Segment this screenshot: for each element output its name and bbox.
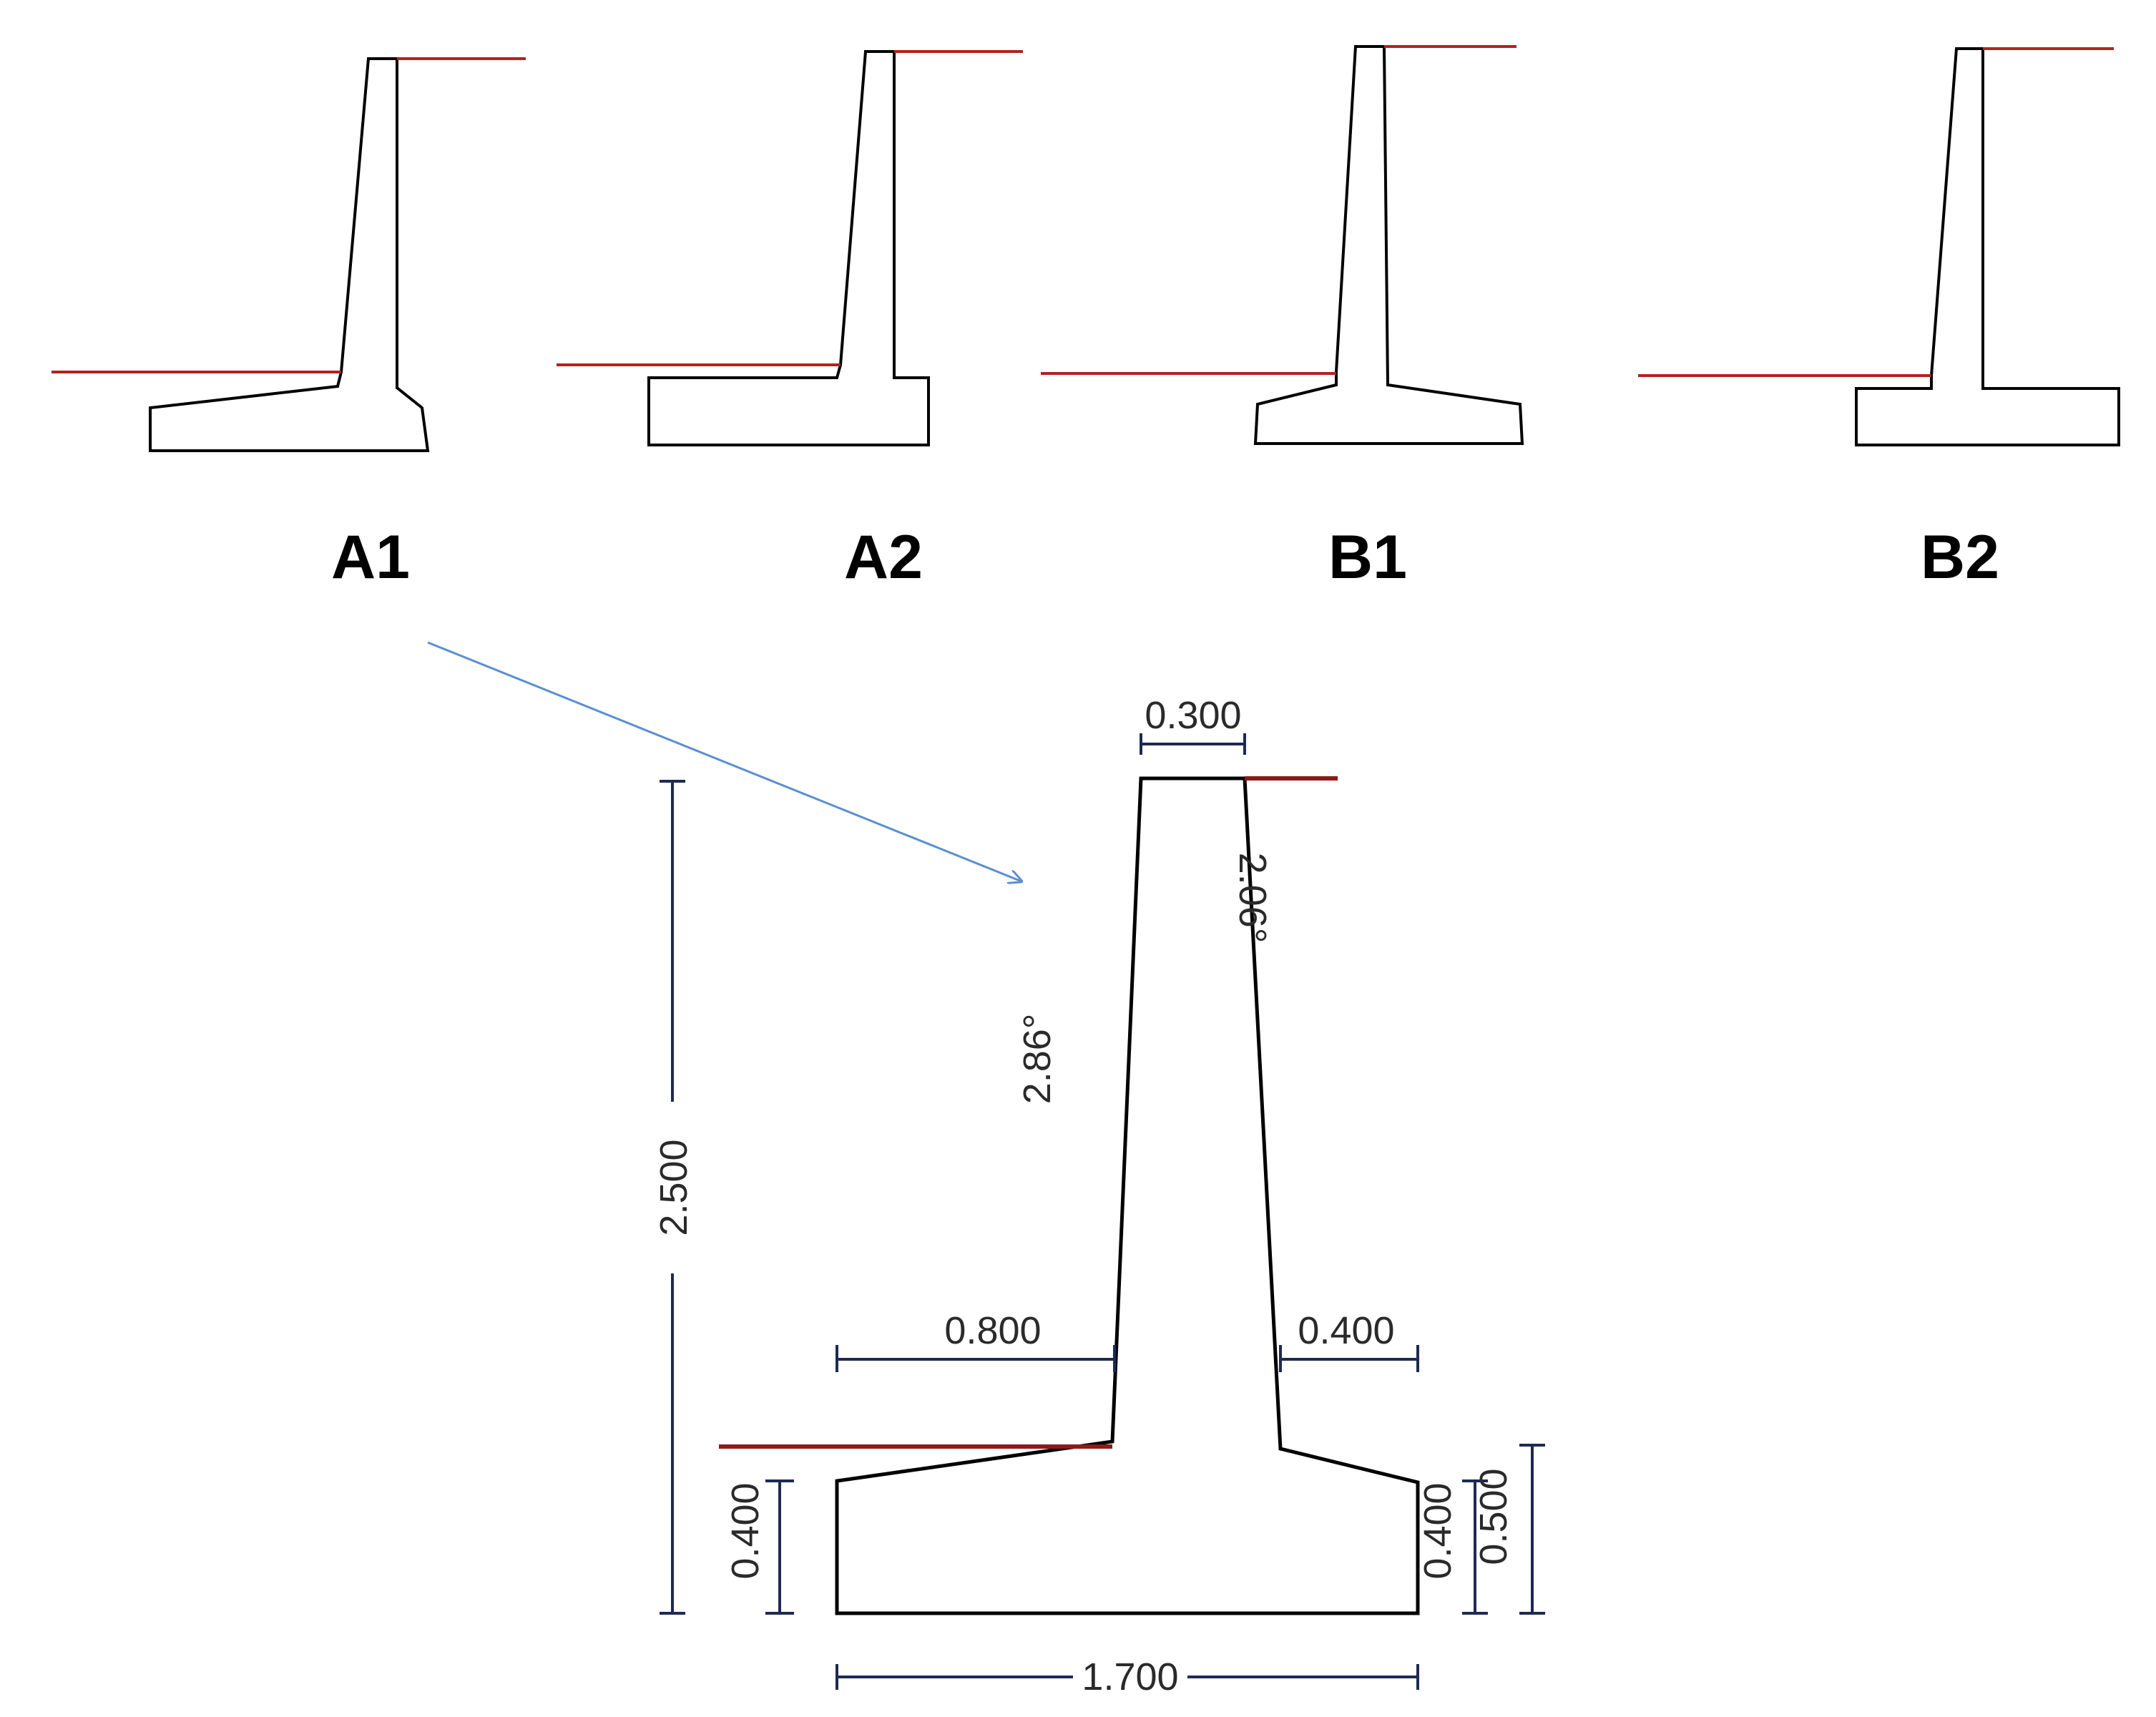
dim-heel-thickness-label: 0.400	[1416, 1482, 1459, 1579]
dim-top-width: 0.300	[1140, 694, 1246, 755]
dim-toe-label: 0.800	[944, 1309, 1041, 1352]
dim-toe: 0.800	[836, 1309, 1116, 1372]
wall-label-b1: B1	[1328, 523, 1407, 592]
wall-section-a2	[647, 50, 930, 446]
wall-label-a1: A1	[331, 523, 410, 592]
dim-base-width-label: 1.700	[1082, 1655, 1178, 1698]
dim-base-width: 1.700	[836, 1655, 1419, 1698]
wall-type-b1: B1	[1041, 45, 1524, 592]
dim-toe-thickness-label: 0.400	[724, 1482, 767, 1579]
wall-label-b2: B2	[1921, 523, 1999, 592]
dim-heel-label: 0.400	[1298, 1309, 1394, 1352]
dim-height: 2.500	[652, 780, 695, 1615]
detail-section-a1: 0.300 2.500 2.86° 2.06° 0.800 0.400	[652, 694, 1545, 1698]
wall-section-a1	[149, 57, 430, 452]
wall-type-a2: A2	[557, 50, 1023, 592]
wall-type-a1: A1	[52, 57, 526, 592]
dim-heel-depth-label: 0.500	[1472, 1468, 1515, 1565]
pointer-arrow	[427, 641, 1021, 881]
front-batter-label: 2.86°	[1016, 1014, 1059, 1105]
dim-heel-thickness: 0.400	[1416, 1479, 1488, 1615]
dim-top-width-label: 0.300	[1145, 694, 1241, 737]
wall-type-b2: B2	[1638, 47, 2120, 592]
detail-wall-outline	[835, 776, 1420, 1615]
back-batter-label: 2.06°	[1231, 853, 1274, 944]
dim-heel: 0.400	[1279, 1309, 1419, 1372]
dim-height-label: 2.500	[652, 1139, 695, 1236]
wall-label-a2: A2	[844, 523, 923, 592]
dim-heel-depth: 0.500	[1472, 1444, 1545, 1615]
wall-section-b2	[1855, 47, 2120, 446]
dim-toe-thickness: 0.400	[724, 1479, 794, 1615]
wall-section-b1	[1253, 45, 1524, 445]
